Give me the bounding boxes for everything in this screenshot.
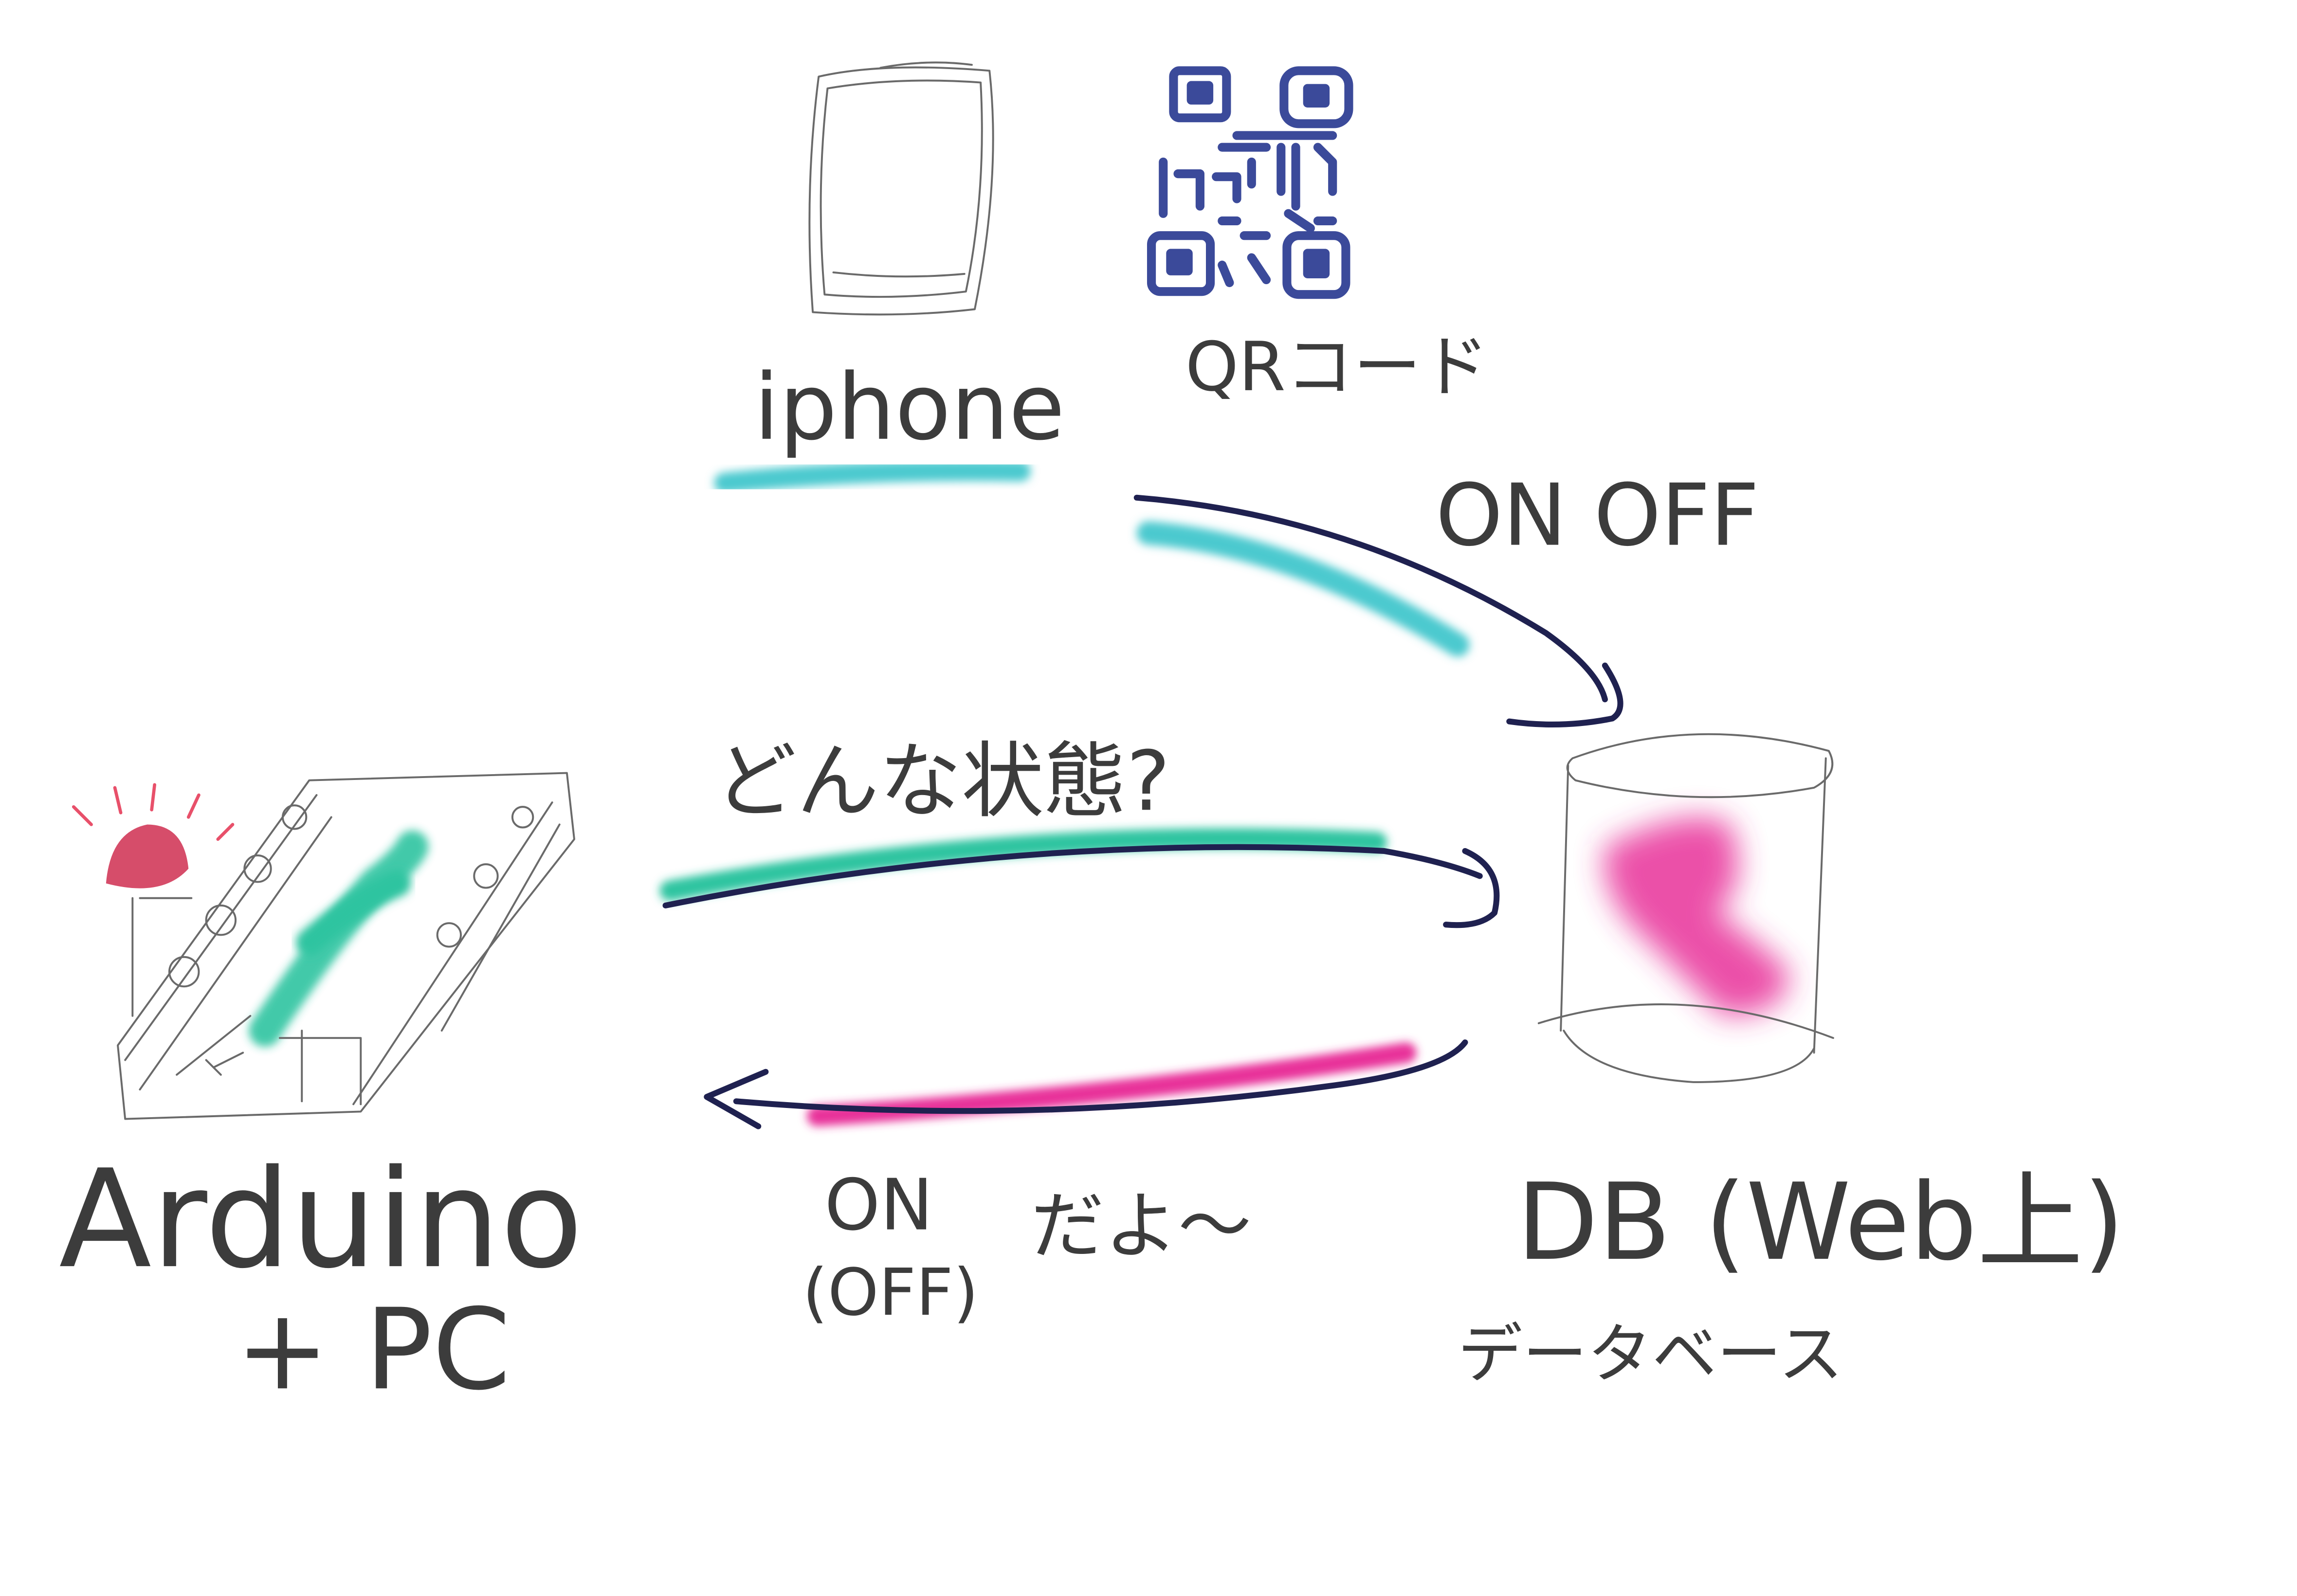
iphone-label: iphone: [754, 355, 1065, 461]
question-label: どんな状態?: [714, 733, 1170, 829]
database-cylinder-sketch-icon: [1537, 733, 1834, 1083]
reply-suffix-label: だよ〜: [1031, 1183, 1252, 1269]
led-icon: [72, 783, 235, 889]
question-arrow-highlight: [659, 828, 1387, 901]
database-pink-fill: [1604, 817, 1789, 1016]
arduino-label: Arduino: [59, 1141, 583, 1298]
reply-arrowhead: [704, 1069, 769, 1129]
on-off-arrowhead: [1506, 662, 1623, 728]
reply-arrow: [733, 1039, 1468, 1114]
iphone-sketch-icon: [808, 61, 994, 316]
question-arrowhead: [1443, 848, 1500, 928]
iphone-highlight: [714, 460, 1031, 493]
arduino-board-sketch-icon: [117, 772, 575, 1120]
reply-on-label: ON: [824, 1164, 933, 1247]
reply-off-label: (OFF): [802, 1255, 979, 1330]
qr-code-label: QRコード: [1185, 327, 1489, 406]
qr-code-sketch-icon: [1147, 66, 1353, 299]
on-off-arrow-highlight: [1136, 521, 1470, 657]
db-reading-label: データベース: [1458, 1317, 1843, 1392]
on-off-arrow: [1133, 494, 1608, 703]
on-off-label: ON OFF: [1436, 466, 1759, 565]
question-arrow: [662, 844, 1483, 908]
plus-pc-label: + PC: [236, 1285, 510, 1415]
db-label: DB (Web上): [1516, 1161, 2124, 1284]
